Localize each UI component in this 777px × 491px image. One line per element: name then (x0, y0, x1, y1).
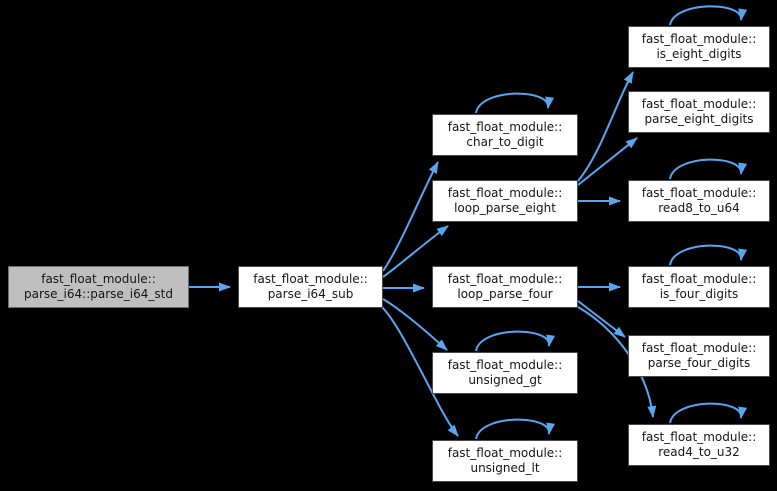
node-label-line2: is_eight_digits (656, 47, 742, 61)
node-parse_i64_sub[interactable]: fast_float_module:: parse_i64_sub (238, 266, 383, 308)
edge-parse_i64_sub-loop_parse_eight (382, 225, 449, 278)
node-label-line1: fast_float_module:: (41, 272, 156, 286)
node-label-line2: read4_to_u32 (658, 445, 740, 459)
node-label-line1: fast_float_module:: (641, 430, 757, 444)
node-unsigned_lt[interactable]: fast_float_module:: unsigned_lt (432, 440, 578, 482)
node-label-line2: loop_parse_four (457, 287, 553, 301)
node-label-line1: fast_float_module:: (447, 272, 563, 286)
edge-char_to_digit-self (475, 92, 555, 114)
node-label-line1: fast_float_module:: (447, 186, 563, 200)
node-label-line2: unsigned_gt (468, 373, 542, 387)
edge-loop_parse_eight-is_eight_digits (577, 71, 634, 182)
node-label-line1: fast_float_module:: (641, 32, 757, 46)
edge-parse_i64_sub-char_to_digit (382, 161, 439, 272)
edge-loop_parse_eight-parse_eight_digits (577, 137, 638, 186)
node-label-line1: fast_float_module:: (447, 120, 563, 134)
node-label-line2: loop_parse_eight (454, 201, 556, 215)
node-label-line2: parse_i64::parse_i64_std (24, 287, 173, 301)
node-parse_four_digits[interactable]: fast_float_module:: parse_four_digits (628, 335, 770, 377)
node-label-line2: char_to_digit (466, 135, 544, 149)
node-char_to_digit[interactable]: fast_float_module:: char_to_digit (432, 114, 578, 156)
node-label-line1: fast_float_module:: (641, 186, 757, 200)
edge-unsigned_gt-self (475, 330, 556, 352)
edge-read8_to_u64-self (669, 158, 748, 180)
edge-read4_to_u32-self (669, 402, 748, 424)
edge-loop_parse_four-parse_four_digits (577, 300, 626, 338)
node-label-line1: fast_float_module:: (447, 358, 563, 372)
node-parse_eight_digits[interactable]: fast_float_module:: parse_eight_digits (628, 91, 770, 133)
node-read8_to_u64[interactable]: fast_float_module:: read8_to_u64 (628, 180, 770, 222)
node-label-line2: read8_to_u64 (658, 201, 740, 215)
edge-parse_i64_sub-unsigned_gt (382, 298, 448, 351)
node-label-line2: unsigned_lt (470, 461, 540, 475)
edge-is_four_digits-self (669, 244, 748, 266)
node-is_four_digits[interactable]: fast_float_module:: is_four_digits (628, 266, 770, 308)
node-label-line1: fast_float_module:: (447, 446, 563, 460)
node-label-line1: fast_float_module:: (641, 341, 757, 355)
edge-is_eight_digits-self (669, 5, 748, 26)
node-label-line2: is_four_digits (659, 287, 739, 301)
node-is_eight_digits[interactable]: fast_float_module:: is_eight_digits (628, 26, 770, 68)
node-label-line2: parse_eight_digits (644, 112, 754, 126)
node-label-line1: fast_float_module:: (641, 272, 757, 286)
node-loop_parse_four[interactable]: fast_float_module:: loop_parse_four (432, 266, 578, 308)
edge-unsigned_lt-self (475, 418, 556, 440)
node-parse_i64_std[interactable]: fast_float_module:: parse_i64::parse_i64… (8, 266, 189, 308)
node-label-line2: parse_i64_sub (267, 287, 354, 301)
node-loop_parse_eight[interactable]: fast_float_module:: loop_parse_eight (432, 180, 578, 222)
node-label-line2: parse_four_digits (647, 356, 751, 370)
node-label-line1: fast_float_module:: (641, 97, 757, 111)
node-label-line1: fast_float_module:: (253, 272, 368, 286)
node-read4_to_u32[interactable]: fast_float_module:: read4_to_u32 (628, 424, 770, 466)
node-unsigned_gt[interactable]: fast_float_module:: unsigned_gt (432, 352, 578, 394)
edge-parse_i64_sub-unsigned_lt (380, 305, 459, 437)
